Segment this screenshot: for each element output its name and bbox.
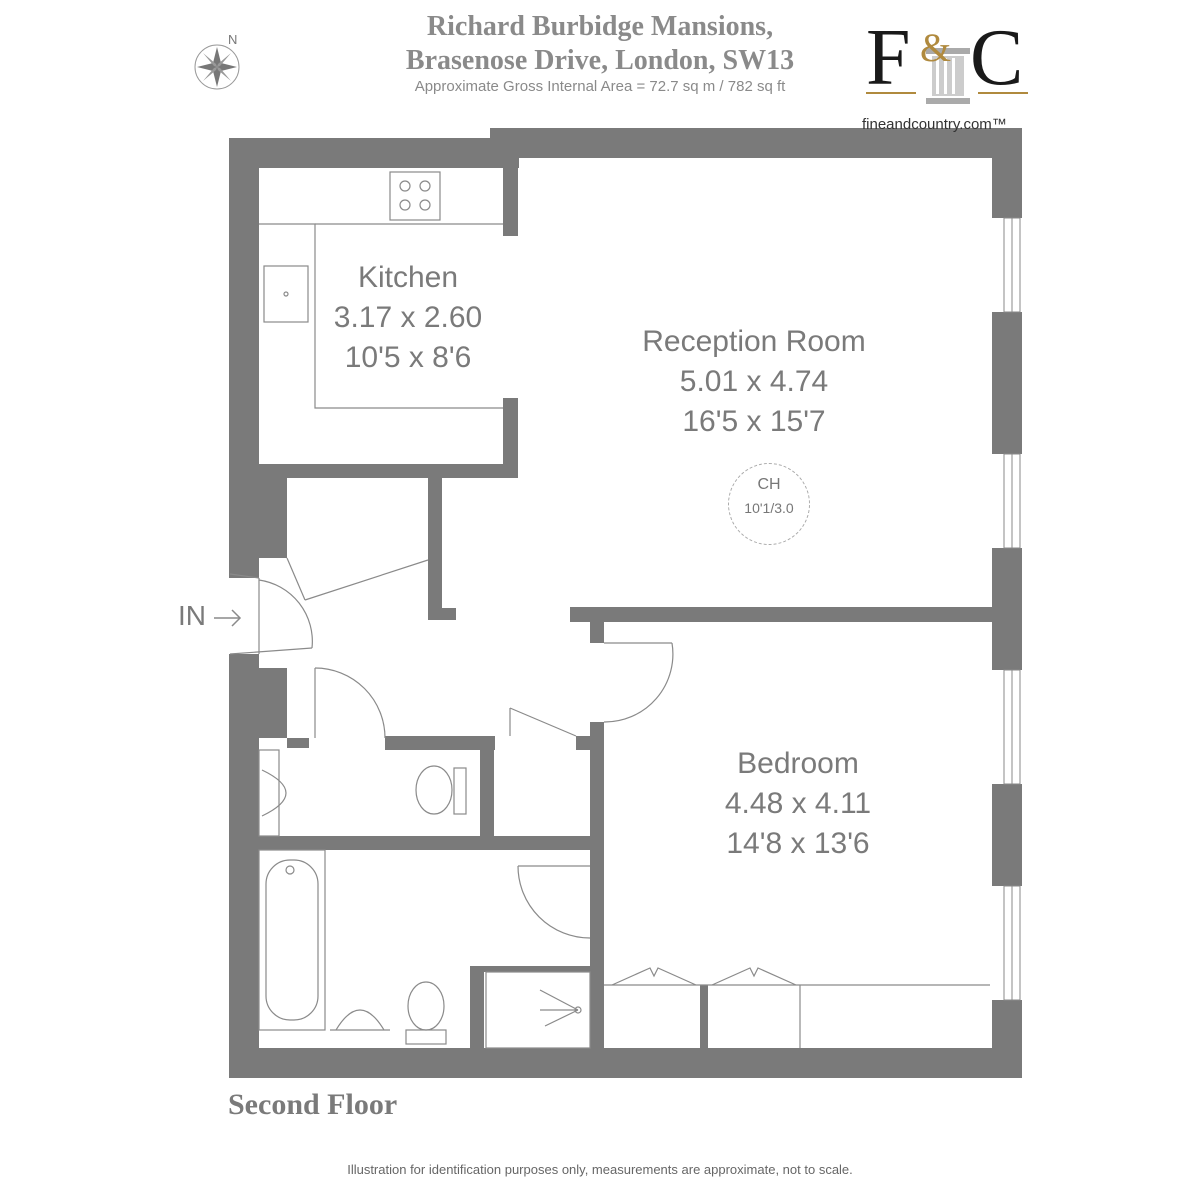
basin-icon bbox=[261, 769, 287, 817]
entrance-arrow-icon bbox=[214, 609, 242, 627]
ceiling-height-marker: CH 10'1/3.0 bbox=[728, 463, 810, 545]
bath-basin-icon bbox=[335, 1009, 385, 1031]
property-title-line2: Brasenose Drive, London, SW13 bbox=[405, 45, 795, 76]
room-kitchen: Kitchen 3.17 x 2.60 10'5 x 8'6 bbox=[318, 258, 498, 378]
compass-icon bbox=[194, 44, 240, 90]
room-imperial: 16'5 x 15'7 bbox=[682, 405, 826, 438]
floor-name: Second Floor bbox=[228, 1088, 398, 1121]
bath-icon bbox=[258, 849, 326, 1031]
bathroom-fixtures bbox=[258, 749, 591, 1049]
entrance-label: IN bbox=[178, 600, 206, 631]
logo: F & C bbox=[862, 18, 1032, 98]
logo-column-icon bbox=[866, 48, 1028, 104]
logo-ampersand: & bbox=[920, 25, 952, 70]
compass-north-label: N bbox=[228, 32, 237, 47]
windows bbox=[1003, 217, 1021, 1001]
walls bbox=[229, 128, 1022, 1078]
room-bedroom: Bedroom 4.48 x 4.11 14'8 x 13'6 bbox=[698, 744, 898, 864]
room-name: Kitchen bbox=[357, 261, 459, 294]
room-metric: 4.48 x 4.11 bbox=[724, 787, 872, 820]
kitchen-fittings bbox=[259, 171, 503, 409]
hob-icon bbox=[389, 171, 441, 221]
doors bbox=[229, 557, 990, 1048]
ceiling-height-label: CH bbox=[757, 476, 781, 493]
room-imperial: 10'5 x 8'6 bbox=[344, 341, 472, 374]
gross-area: Approximate Gross Internal Area = 72.7 s… bbox=[414, 78, 786, 95]
room-name: Bedroom bbox=[737, 747, 859, 780]
logo-website: fineandcountry.com™ bbox=[862, 116, 1007, 133]
wc-toilet-icon bbox=[415, 765, 453, 815]
ceiling-height-value: 10'1/3.0 bbox=[744, 500, 794, 516]
logo-letter-f: F bbox=[866, 14, 911, 102]
room-name: Reception Room bbox=[642, 325, 866, 358]
room-reception: Reception Room 5.01 x 4.74 16'5 x 15'7 bbox=[604, 322, 904, 442]
shower-icon bbox=[485, 971, 591, 1049]
disclaimer: Illustration for identification purposes… bbox=[347, 1162, 853, 1177]
property-title-line1: Richard Burbidge Mansions, bbox=[426, 11, 774, 42]
bath-toilet-icon bbox=[407, 981, 445, 1031]
kitchen-sink-icon bbox=[263, 265, 309, 323]
room-imperial: 14'8 x 13'6 bbox=[726, 827, 870, 860]
room-metric: 3.17 x 2.60 bbox=[333, 301, 483, 334]
room-metric: 5.01 x 4.74 bbox=[679, 365, 829, 398]
logo-letter-c: C bbox=[970, 14, 1024, 102]
